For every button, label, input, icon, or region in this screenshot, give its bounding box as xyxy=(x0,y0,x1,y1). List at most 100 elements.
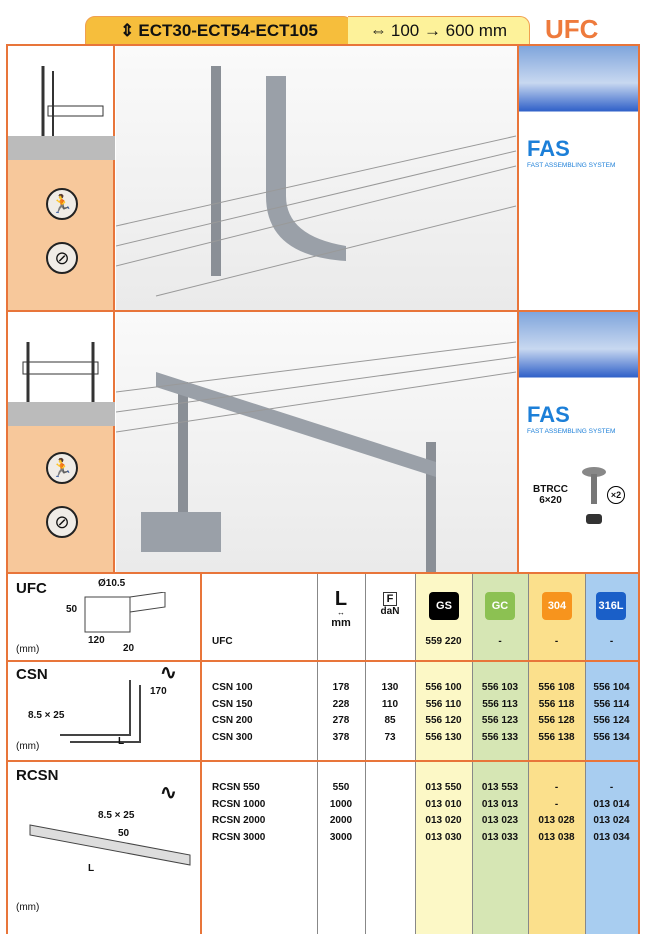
fas-logo: FAS xyxy=(527,136,570,161)
row-divider xyxy=(6,660,640,662)
dim-slot: 8.5 × 25 xyxy=(28,710,65,721)
code-gc: - xyxy=(498,636,502,647)
csn-304: 556 108 556 118 556 128 556 138 xyxy=(528,680,585,746)
fas-subtitle: FAST ASSEMBLING SYSTEM xyxy=(527,162,616,169)
finish-badge-304: 304 xyxy=(542,592,572,620)
length: 550 xyxy=(332,782,350,793)
code: 556 128 xyxy=(538,715,575,726)
quick-install-icons-2: 🏃 ⊘ xyxy=(8,426,115,572)
unit-label: (mm) xyxy=(16,902,40,913)
length-unit: mm xyxy=(331,617,351,629)
code: 556 133 xyxy=(481,731,519,743)
tray-height-icon: ⇕ xyxy=(120,21,135,40)
ref: RCSN 2000 xyxy=(212,815,266,826)
ufc-drawing xyxy=(84,592,166,633)
code: 556 118 xyxy=(538,698,575,710)
code: 556 134 xyxy=(593,731,630,743)
product-photo-ufc-mount xyxy=(115,46,517,310)
csn-drawing xyxy=(60,680,141,743)
product-photo-csn-mount xyxy=(115,312,517,572)
width-range-label: 100 → 600 mm xyxy=(390,21,508,40)
ref: CSN 300 xyxy=(212,731,253,743)
range-label: ECT30-ECT54-ECT105 xyxy=(138,21,318,40)
length-symbol: L xyxy=(334,588,348,610)
section-title-ufc: UFC xyxy=(16,580,47,597)
code: - xyxy=(554,782,559,793)
code: - xyxy=(554,798,559,810)
code: - xyxy=(609,782,614,793)
rcsn-316l: - 013 014 013 024 013 034 xyxy=(585,780,638,846)
dim-slot: 8.5 × 25 xyxy=(98,810,135,821)
dim-pitch: 50 xyxy=(118,828,130,839)
gc-column xyxy=(472,574,528,934)
code: 013 033 xyxy=(481,831,519,843)
code: 013 010 xyxy=(425,798,462,810)
quick-install-icons: 🏃 ⊘ xyxy=(8,160,115,310)
code: 013 020 xyxy=(425,815,462,826)
code: 556 108 xyxy=(538,682,575,693)
code-316l: - xyxy=(609,636,614,647)
gs-column xyxy=(415,574,472,934)
ref: RCSN 3000 xyxy=(212,831,266,843)
csn-gs: 556 100 556 110 556 120 556 130 xyxy=(415,680,472,746)
code: 013 024 xyxy=(593,815,630,826)
fas-logo: FAS xyxy=(527,402,570,427)
no-screw-icon: ⊘ xyxy=(46,242,78,274)
section-title-rcsn: RCSN xyxy=(16,767,59,784)
finish-badge-gc: GC xyxy=(485,592,515,620)
fas-subtitle: FAST ASSEMBLING SYSTEM xyxy=(527,428,616,435)
load: 73 xyxy=(384,731,396,743)
quantity-badge: ×2 xyxy=(607,486,625,504)
code: 556 100 xyxy=(425,682,462,693)
code: 556 124 xyxy=(593,715,630,726)
csn-profile-icon: ∿ xyxy=(160,662,177,684)
length: 3000 xyxy=(329,831,353,843)
installation-diagram-2 xyxy=(8,312,115,426)
ref: RCSN 550 xyxy=(212,782,260,793)
width-range-tab: ⇔100 → 600 mm xyxy=(348,16,530,46)
length: 1000 xyxy=(329,798,353,810)
load-unit: daN xyxy=(380,606,400,617)
length: 2000 xyxy=(329,815,353,826)
code: 013 013 xyxy=(481,798,519,810)
code: 556 114 xyxy=(593,698,630,710)
code-gs: 559 220 xyxy=(425,636,462,647)
dim-length: 120 xyxy=(88,635,105,646)
code: 013 034 xyxy=(593,831,630,843)
code: 556 104 xyxy=(593,682,630,693)
ref: RCSN 1000 xyxy=(212,798,266,810)
code: 013 014 xyxy=(593,798,630,810)
316l-column xyxy=(585,574,638,934)
code: 556 120 xyxy=(425,715,462,726)
code: 556 103 xyxy=(481,682,519,693)
csn-316l: 556 104 556 114 556 124 556 134 xyxy=(585,680,638,746)
length: 228 xyxy=(332,698,350,710)
section-title-csn: CSN xyxy=(16,666,48,683)
dim-diameter: Ø10.5 xyxy=(98,578,126,589)
code: 556 130 xyxy=(425,731,462,743)
dim-height: 170 xyxy=(150,686,167,697)
code: 013 553 xyxy=(481,782,519,793)
code: 556 110 xyxy=(425,698,462,710)
finish-badge-gs: GS xyxy=(429,592,459,620)
fast-install-icon: 🏃 xyxy=(46,452,78,484)
product-table xyxy=(6,572,640,934)
accessory-name: BTRCC xyxy=(533,484,568,495)
bolt-icon xyxy=(582,467,606,524)
code: 013 550 xyxy=(425,782,462,793)
installation-diagram-1 xyxy=(8,46,115,160)
load-arrow-icon: F xyxy=(383,592,397,606)
dim-length: L xyxy=(88,863,95,874)
code: 556 138 xyxy=(538,731,575,743)
load: 110 xyxy=(381,698,399,710)
code: 013 028 xyxy=(538,815,575,826)
cable-tray-range-tab: ⇕ECT30-ECT54-ECT105 xyxy=(85,16,353,46)
